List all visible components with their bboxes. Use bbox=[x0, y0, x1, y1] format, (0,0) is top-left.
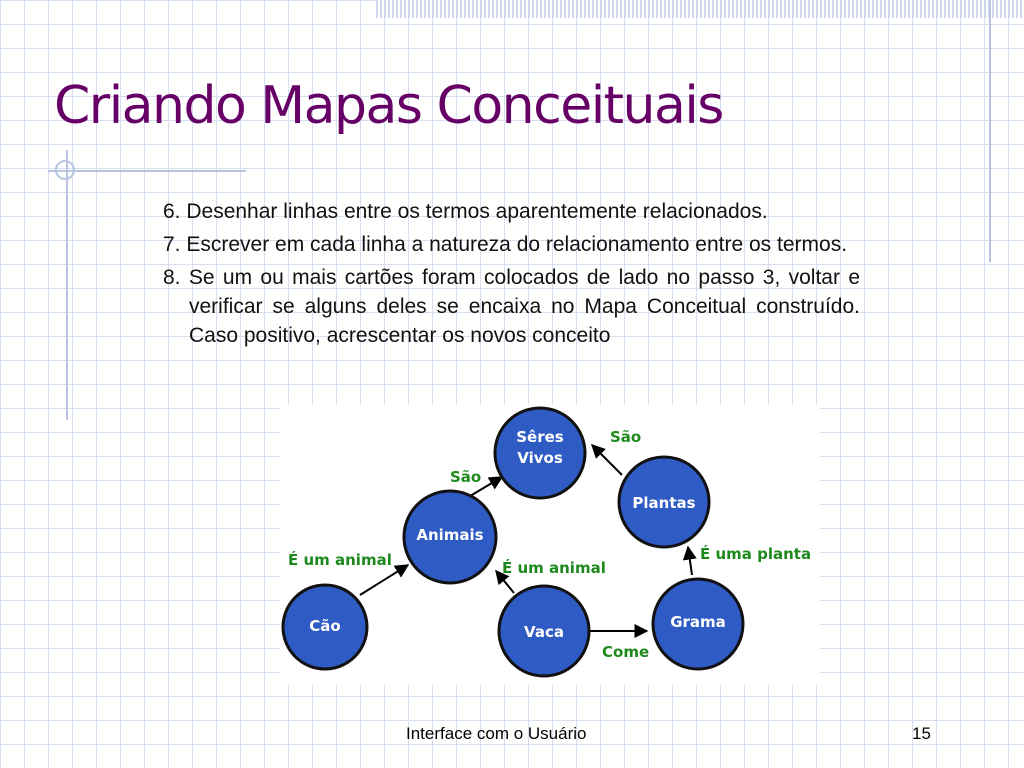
right-decorative-line bbox=[989, 0, 991, 262]
crosshair-icon bbox=[55, 160, 75, 180]
step-8: 8. Se um ou mais cartões foram colocados… bbox=[163, 266, 860, 347]
node-plantas-label: Plantas bbox=[632, 494, 695, 512]
edge-grama-plantas bbox=[682, 545, 697, 576]
node-seres-line1: Sêres bbox=[516, 428, 564, 446]
node-grama: Grama bbox=[651, 577, 745, 671]
step-6: 6. Desenhar linhas entre os termos apare… bbox=[163, 200, 768, 223]
label-cao-animais: É um animal bbox=[288, 550, 392, 569]
page-title: Criando Mapas Conceituais bbox=[54, 76, 724, 136]
edge-vaca-animais bbox=[495, 569, 515, 594]
node-animais: Animais bbox=[402, 489, 498, 585]
node-grama-label: Grama bbox=[670, 613, 726, 631]
label-vaca-animais: É um animal bbox=[502, 558, 606, 577]
concept-map-diagram: Sêres Vivos Plantas Animais Cão Vaca Gra… bbox=[280, 405, 820, 685]
top-decorative-band bbox=[376, 0, 1024, 18]
node-plantas: Plantas bbox=[617, 455, 711, 549]
label-animais-seres: São bbox=[450, 468, 481, 486]
node-vaca: Vaca bbox=[497, 584, 591, 678]
label-plantas-seres: São bbox=[610, 428, 641, 446]
label-vaca-grama: Come bbox=[602, 643, 649, 661]
label-grama-plantas: É uma planta bbox=[700, 544, 811, 563]
node-animais-label: Animais bbox=[416, 526, 483, 544]
node-cao-label: Cão bbox=[309, 617, 340, 635]
step-7: 7. Escrever em cada linha a natureza do … bbox=[163, 233, 848, 256]
edge-plantas-seres bbox=[591, 444, 623, 476]
steps-list: 6. Desenhar linhas entre os termos apare… bbox=[163, 197, 860, 354]
node-seres-line2: Vivos bbox=[517, 449, 563, 467]
concept-map-svg: Sêres Vivos Plantas Animais Cão Vaca Gra… bbox=[281, 406, 811, 678]
page-number: 15 bbox=[912, 724, 931, 743]
footer-title: Interface com o Usuário bbox=[406, 724, 587, 743]
node-cao: Cão bbox=[281, 583, 369, 671]
node-vaca-label: Vaca bbox=[524, 623, 564, 641]
title-underline bbox=[48, 170, 246, 172]
left-decorative-line bbox=[66, 150, 68, 420]
node-seres-vivos: Sêres Vivos bbox=[493, 406, 587, 500]
edge-cao-animais bbox=[359, 564, 410, 596]
